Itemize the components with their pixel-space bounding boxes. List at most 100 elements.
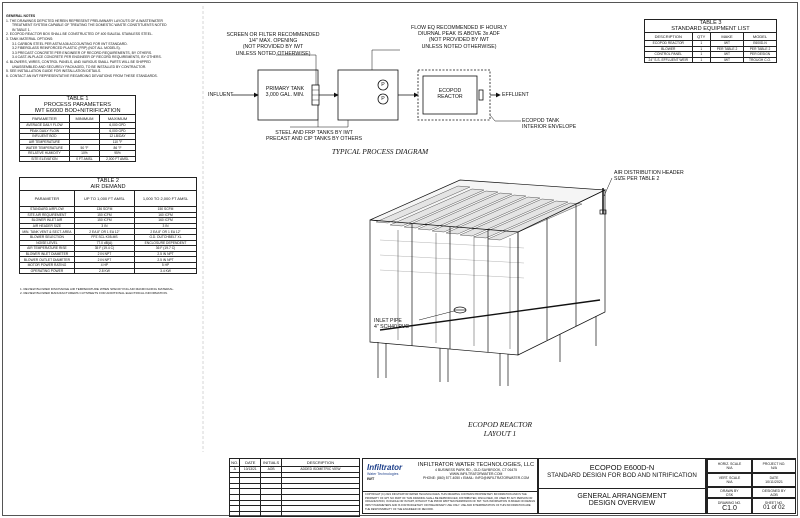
leader-line <box>371 49 400 70</box>
table-cell: A <box>228 466 241 473</box>
note-line: 3,000 GAL. MIN. <box>265 92 305 99</box>
note-line: SCREEN OR FILTER RECOMMENDED <box>226 32 320 38</box>
note-line: ECOPOD <box>438 88 462 94</box>
note-line: (NOT PROVIDED BY IWT <box>428 37 490 44</box>
note-line: 3.1 CARBON STEEL PER ASTM A36 ACCOUNTING… <box>12 41 128 46</box>
note-line: 2. ECOPOD REACTOR BOX SHALL BE CONSTRUCT… <box>6 32 153 37</box>
sheet-no-cell: SHEET NO. 01 of 02 <box>752 498 796 514</box>
meta-label: SHEET NO. <box>764 501 784 505</box>
note-line: PRIMARY TANK <box>265 86 305 92</box>
leader-line <box>276 54 317 85</box>
effluent-label: EFFLUENT <box>502 92 529 98</box>
date-cell: DATE 10/11/2021 <box>752 473 796 487</box>
note-line: 3.2 FIBERGLASS REINFORCED PLASTIC (FRP) … <box>12 46 121 51</box>
copyright-notice: COPYRIGHT (C) 2021 INFILTRATOR WATER TEC… <box>363 491 537 513</box>
note-line: (NOT PROVIDED BY IWT <box>242 44 304 51</box>
note-line: UNLESS NOTED OTHERWISE) <box>235 50 311 57</box>
envelope-note: ECOPOD TANK INTERIOR ENVELOPE <box>522 118 576 130</box>
note-line: FLOW EQ RECOMMENDED IF HOURLY <box>411 25 507 31</box>
note-line: SIZE PER TABLE 2 <box>614 176 660 183</box>
revisions-header: DATE <box>239 458 262 467</box>
drawing-no-cell: DRAWING NO. C1.0 <box>707 498 752 514</box>
drawn-by-cell: DRAWN BY CSK <box>707 487 752 498</box>
table2-caption: TABLE 2 <box>19 177 197 184</box>
note-line: INLET PIPE <box>374 318 402 324</box>
table1-caption: TABLE 1 <box>19 95 136 102</box>
note-line: 4. BLOWERS, WIRES, CONTROL PANELS, AND V… <box>6 59 151 64</box>
meta-label: VERT. SCALE <box>718 476 741 480</box>
process-diagram-title: TYPICAL PROCESS DIAGRAM <box>331 147 429 156</box>
vert-scale-cell: VERT. SCALE N/A <box>707 473 752 487</box>
note-line: 5. SEE INSTALLATION GUIDE FOR INSTALLATI… <box>6 69 102 74</box>
note-line: REACTOR <box>437 94 463 101</box>
copyright-line: INPUT PARAMETERS AND IS FOR BUDGETARY OR… <box>365 504 531 508</box>
note-line: TREATMENT SYSTEM CAPABLE OF TREATING THE… <box>12 23 167 28</box>
note-line: AIR DISTRIBUTION HEADER <box>614 170 684 176</box>
primary-tank-label: PRIMARY TANK 3,000 GAL. MIN. <box>258 86 312 98</box>
company-phone: PHONE: (860) 577-4050 • EMAIL: INFO@INFI… <box>422 476 530 480</box>
flow-eq-tank-box <box>337 69 399 121</box>
table-cell: 5 HP <box>134 261 197 269</box>
meta-value: AOB <box>770 492 778 497</box>
sheet-subtitle: DESIGN OVERVIEW <box>588 500 656 507</box>
meta-value: N/A <box>726 480 733 484</box>
ecopod-reactor-box <box>422 75 478 115</box>
table-cell: TROUGH C.O. <box>742 56 778 64</box>
table-cell: 6,000 GPD <box>99 122 136 129</box>
meta-label: DESIGNED BY <box>762 488 786 493</box>
company-address: 4 BUSINESS PARK RD., OLD SAYBROOK, CT 06… <box>435 468 517 472</box>
table3-caption: TABLE 3 <box>644 19 777 26</box>
ecopod-reactor-label: ECOPOD REACTOR <box>423 88 477 100</box>
isometric-reactor <box>369 177 613 386</box>
table2-header: UP TO 1,000 FT AMSL <box>73 190 136 207</box>
title-line: LAYOUT 1 <box>483 429 517 438</box>
note-line: 3.4 CAST-IN-PLACE CONCRETE PER ENGINEER … <box>12 55 162 60</box>
general-notes: GENERAL NOTES 1. THE DRAWINGS DEPICTED H… <box>6 14 182 78</box>
title-line: ECOPOD REACTOR <box>467 420 533 429</box>
table-equipment-list: TABLE 3 STANDARD EQUIPMENT LIST DESCRIPT… <box>644 19 778 64</box>
revisions-header: DESCRIPTION <box>280 458 361 467</box>
note-line: INTERIOR ENVELOPE <box>522 124 577 131</box>
influent-label: INFLUENT <box>208 92 234 98</box>
drawing-number: C1.0 <box>722 504 737 512</box>
note-line: ECOPOD TANK <box>522 118 560 124</box>
table2-note: 2. REVIEW BLOWER MANUFACTURERS CUTSHEETS… <box>20 291 168 296</box>
reactor-envelope <box>417 69 491 121</box>
drawing-meta-block: HORIZ. SCALE N/A PROJECT NO. N/A VERT. S… <box>706 458 796 514</box>
note-line: 3. TANK MATERIAL OPTIONS: <box>6 36 54 41</box>
table-cell: 2,000 FT AMSL <box>99 155 136 163</box>
company-block: Infiltrator Water Technologies IWT INFIL… <box>362 458 538 514</box>
reactor-front-face <box>369 219 519 356</box>
copyright-line: COPYRIGHT (C) 2021 INFILTRATOR WATER TEC… <box>365 493 527 496</box>
note-line: 1/4" MAX. OPENING <box>248 38 298 45</box>
note-line: IN TABLE 1. <box>12 27 31 32</box>
tanks-note: STEEL AND FRP TANKS BY IWT PRECAST AND C… <box>250 130 378 142</box>
copyright-line: ORGANIZATION, IN WHOLE OR IN PART, WITHO… <box>365 500 536 504</box>
table3-header: QTY <box>691 32 711 41</box>
table-cell: 2.8 KW <box>73 267 136 275</box>
project-no-cell: PROJECT NO. N/A <box>752 459 796 473</box>
general-notes-heading: GENERAL NOTES <box>6 14 36 18</box>
air-header-note: AIR DISTRIBUTION HEADER SIZE PER TABLE 2 <box>614 170 684 182</box>
note-line: 4" SCH40 PVC <box>374 324 409 331</box>
project-title: ECOPOD E600D-N <box>589 463 655 472</box>
leader-line <box>290 120 319 128</box>
designed-by-cell: DESIGNED BY AOB <box>752 487 796 498</box>
table1-caption: PROCESS PARAMETERS <box>19 102 136 108</box>
project-subtitle: STANDARD DESIGN FOR BOD AND NITRIFICATIO… <box>547 472 697 479</box>
meta-label: DRAWING NO. <box>717 500 742 505</box>
table-cell: 2 IN NPT <box>73 256 136 263</box>
meta-label: DRAWN BY <box>720 488 739 493</box>
revisions-header: NO. <box>228 458 241 467</box>
note-line: PRECAST AND CIP TANKS BY OTHERS <box>265 136 363 143</box>
logo-subtext: Water Technologies <box>367 472 399 476</box>
meta-label: PROJECT NO. <box>762 462 786 466</box>
note-line: 3.3 PRECAST CONCRETE PER ENGINEER OF REC… <box>12 50 153 55</box>
logo-text: Infiltrator <box>367 463 403 472</box>
